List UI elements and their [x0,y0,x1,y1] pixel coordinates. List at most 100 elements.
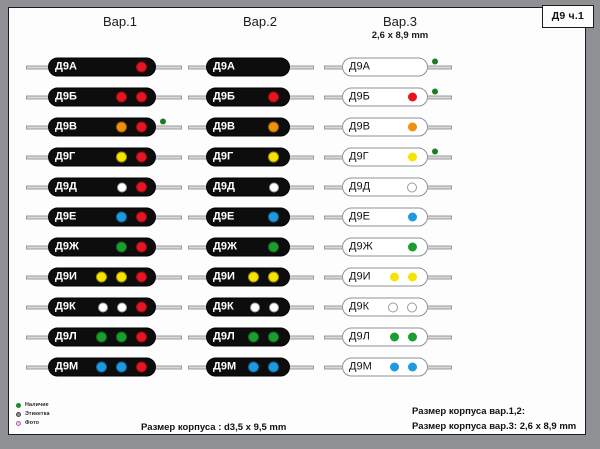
diode-label: Д9М [349,360,372,373]
color-dot-orange [268,121,279,133]
diode-Д9Д[interactable]: Д9Д [26,177,182,197]
diode-Д9И[interactable]: Д9И [324,267,452,287]
diode-lead-right [428,185,452,189]
color-dot-white [250,302,260,312]
color-dot-white [117,182,127,192]
diode-lead-left [26,95,48,99]
color-dot-yellow [248,271,259,283]
diode-Д9А[interactable]: Д9А [26,57,182,77]
diode-Д9К[interactable]: Д9К [188,297,314,317]
color-band [407,179,417,196]
diode-lead-left [26,365,48,369]
diode-Д9Е[interactable]: Д9Е [26,207,182,227]
diode-Д9Л[interactable]: Д9Л [26,327,182,347]
availability-dot [432,58,438,65]
color-dot-blue [248,361,259,373]
diode-Д9И[interactable]: Д9И [26,267,182,287]
column-subtitle: 2,6 x 8,9 mm [371,30,429,41]
diode-lead-left [188,215,206,219]
diode-Д9Д[interactable]: Д9Д [188,177,314,197]
diode-Д9Б[interactable]: Д9Б [26,87,182,107]
diode-Д9Д[interactable]: Д9Д [324,177,452,197]
color-band [116,89,147,106]
diode-Д9Б[interactable]: Д9Б [324,87,452,107]
diode-Д9А[interactable]: Д9А [324,57,452,77]
diode-Д9М[interactable]: Д9М [324,357,452,377]
diode-Д9М[interactable]: Д9М [188,357,314,377]
color-dot-green [268,331,279,343]
diode-Д9Л[interactable]: Д9Л [324,327,452,347]
diode-Д9В[interactable]: Д9В [26,117,182,137]
diode-lead-right [290,185,314,189]
caption-case-size-right-line1: Размер корпуса вар.1,2: [412,406,526,417]
color-band [390,359,417,376]
diode-lead-right [290,215,314,219]
diode-body: Д9Г [206,147,290,167]
color-dot-red [136,181,147,193]
diode-lead-left [188,305,206,309]
diode-Д9Л[interactable]: Д9Л [188,327,314,347]
diode-lead-right [428,65,452,69]
diode-lead-left [324,215,342,219]
diode-lead-left [188,245,206,249]
diode-body: Д9А [342,57,428,77]
diode-Д9Ж[interactable]: Д9Ж [26,237,182,257]
diode-Д9М[interactable]: Д9М [26,357,182,377]
diode-label: Д9Ж [213,240,237,253]
diode-lead-left [26,305,48,309]
diode-body: Д9Е [342,207,428,227]
diode-Д9Г[interactable]: Д9Г [26,147,182,167]
diode-lead-right [428,305,452,309]
diode-Д9Г[interactable]: Д9Г [188,147,314,167]
diode-lead-left [324,65,342,69]
diode-label: Д9И [55,270,77,283]
diode-lead-right [156,125,182,129]
diode-lead-left [324,275,342,279]
diode-Д9А[interactable]: Д9А [188,57,314,77]
diode-body: Д9И [342,267,428,287]
diode-Д9Ж[interactable]: Д9Ж [188,237,314,257]
availability-dot [432,88,438,95]
diode-Д9К[interactable]: Д9К [26,297,182,317]
color-band [116,149,147,166]
diode-Д9И[interactable]: Д9И [188,267,314,287]
diode-body: Д9Е [206,207,290,227]
diode-Д9Б[interactable]: Д9Б [188,87,314,107]
color-band [96,359,147,376]
color-band [408,149,417,166]
diode-label: Д9Г [55,150,76,163]
diode-Д9Ж[interactable]: Д9Ж [324,237,452,257]
diode-body: Д9Б [48,87,156,107]
color-dot-green [96,331,107,343]
color-dot-blue [268,211,279,223]
diode-lead-left [324,245,342,249]
diode-Д9Е[interactable]: Д9Е [324,207,452,227]
color-dot-white [269,302,279,312]
diode-label: Д9К [55,300,76,313]
diode-body: Д9Д [206,177,290,197]
diode-lead-right [428,155,452,159]
column-header-var1: Вар.1 [50,14,190,29]
diode-label: Д9Д [55,180,77,193]
diode-Д9В[interactable]: Д9В [188,117,314,137]
diode-label: Д9Г [213,150,234,163]
diode-Д9В[interactable]: Д9В [324,117,452,137]
diode-body: Д9М [342,357,428,377]
color-dot-red [136,61,147,73]
color-dot-blue [116,211,127,223]
diode-body: Д9Д [342,177,428,197]
diode-lead-left [188,275,206,279]
color-dot-white [269,182,279,192]
diode-lead-right [428,335,452,339]
diode-Д9Е[interactable]: Д9Е [188,207,314,227]
diode-Д9К[interactable]: Д9К [324,297,452,317]
diode-lead-right [156,65,182,69]
diode-label: Д9Е [55,210,77,223]
diode-body: Д9Л [48,327,156,347]
color-dot-blue [268,361,279,373]
column-header-var3: Вар.3 2,6 x 8,9 mm [330,14,470,41]
diode-lead-right [156,305,182,309]
diode-Д9Г[interactable]: Д9Г [324,147,452,167]
diode-lead-right [290,305,314,309]
